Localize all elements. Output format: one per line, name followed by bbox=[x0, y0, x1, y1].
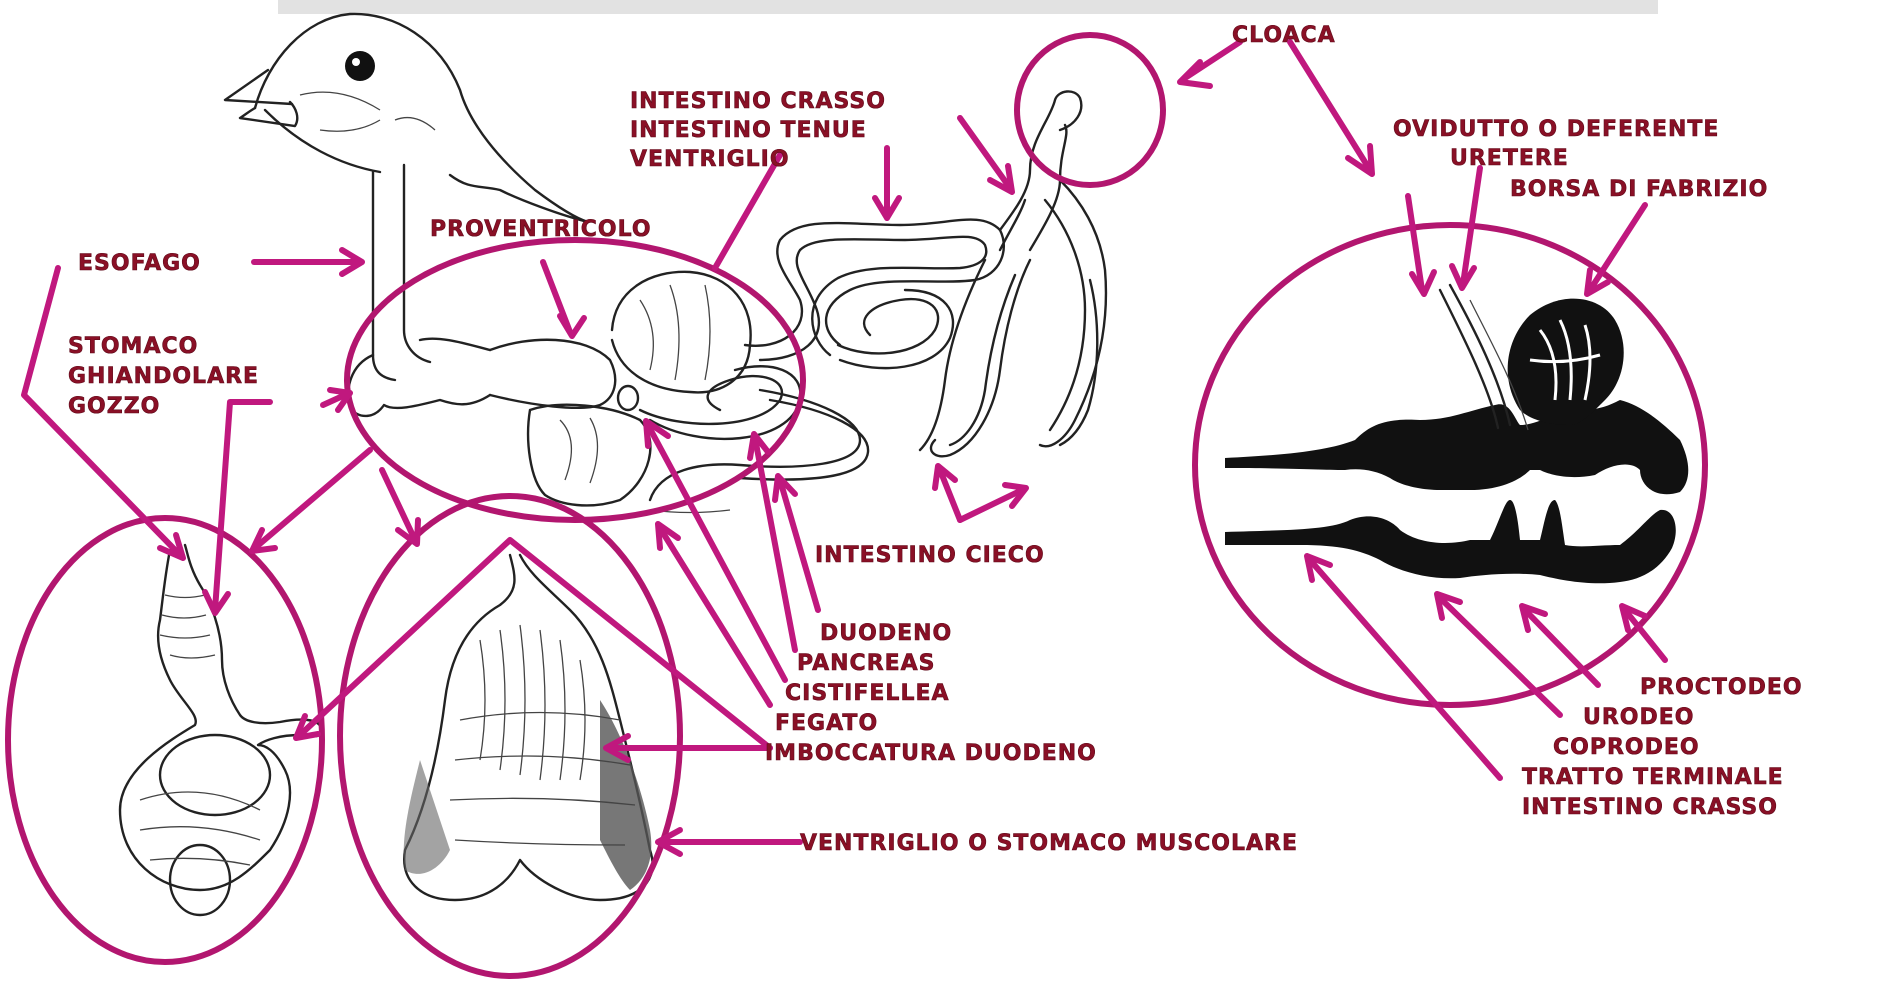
label-intestino-crasso-terminale: INTESTINO CRASSO bbox=[1522, 795, 1778, 820]
label-tratto-terminale: TRATTO TERMINALE bbox=[1522, 765, 1784, 790]
label-intestino-tenue: INTESTINO TENUE bbox=[630, 118, 867, 143]
label-ventriglio-muscolare: VENTRIGLIO O STOMACO MUSCOLARE bbox=[800, 831, 1298, 856]
label-esofago: ESOFAGO bbox=[78, 251, 201, 276]
label-duodeno: DUODENO bbox=[820, 621, 952, 646]
caeca-and-large-intestine-drawing bbox=[920, 91, 1106, 456]
label-borsa-di-fabrizio: BORSA DI FABRIZIO bbox=[1510, 177, 1768, 202]
label-ventriglio: VENTRIGLIO bbox=[630, 147, 790, 172]
label-proventricolo: PROVENTRICOLO bbox=[430, 217, 652, 242]
small-intestine-drawing bbox=[745, 220, 1004, 369]
bird-head-drawing bbox=[225, 14, 588, 380]
label-uretere: URETERE bbox=[1450, 146, 1569, 171]
label-intestino-cieco: INTESTINO CIECO bbox=[815, 543, 1045, 568]
label-proctodeo: PROCTODEO bbox=[1640, 675, 1803, 700]
label-gozzo: GOZZO bbox=[68, 394, 160, 419]
cloaca-highlight-ring bbox=[1017, 35, 1163, 185]
label-coprodeo: COPRODEO bbox=[1553, 735, 1700, 760]
label-pancreas: PANCREAS bbox=[797, 651, 936, 676]
label-urodeo: URODEO bbox=[1583, 705, 1695, 730]
label-intestino-crasso: INTESTINO CRASSO bbox=[630, 89, 886, 114]
label-fegato: FEGATO bbox=[775, 711, 878, 736]
label-cloaca: CLOACA bbox=[1232, 23, 1336, 48]
label-cistifellea: CISTIFELLEA bbox=[785, 681, 950, 706]
cloaca-cross-section-drawing bbox=[1225, 285, 1688, 583]
label-ovidutto-o-deferente: OVIDUTTO O DEFERENTE bbox=[1393, 117, 1719, 142]
label-stomaco: STOMACO bbox=[68, 334, 198, 359]
label-imboccatura-duodeno: IMBOCCATURA DUODENO bbox=[765, 741, 1097, 766]
central-gi-tract-drawing bbox=[348, 272, 868, 513]
label-ghiandolare: GHIANDOLARE bbox=[68, 364, 259, 389]
